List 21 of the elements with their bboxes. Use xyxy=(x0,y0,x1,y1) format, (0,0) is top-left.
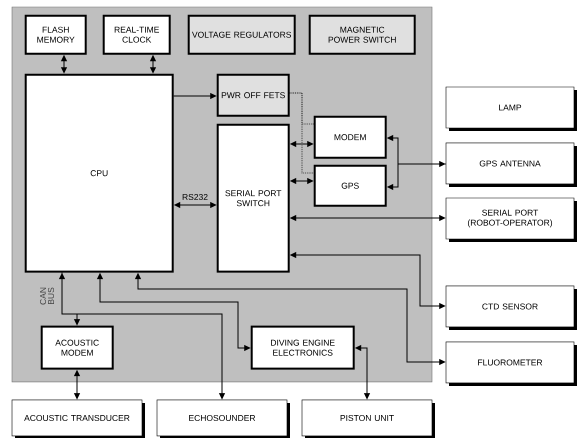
external-device-box: LAMP xyxy=(446,86,577,131)
external-device-box: PISTON UNIT xyxy=(302,400,435,438)
component-box: MAGNETIC POWER SWITCH xyxy=(308,14,416,55)
external-device-box: FLUOROMETER xyxy=(446,342,577,386)
connector xyxy=(289,92,314,174)
external-device-box: CTD SENSOR xyxy=(446,286,577,330)
edge-label: CAN BUS xyxy=(39,282,56,309)
component-box: FLASH MEMORY xyxy=(24,14,87,55)
component-box: MODEM xyxy=(314,116,387,159)
external-device-box: SERIAL PORT (ROBOT-OPERATOR) xyxy=(446,198,577,242)
component-box: GPS xyxy=(314,164,387,207)
external-device-box: ACOUSTIC TRANSDUCER xyxy=(12,400,145,438)
external-device-box: ECHOSOUNDER xyxy=(156,400,290,438)
external-device-box: GPS ANTENNA xyxy=(446,142,577,187)
component-box: VOLTAGE REGULATORS xyxy=(188,14,296,55)
component-box: ACOUSTIC MODEM xyxy=(40,326,114,370)
component-box: REAL-TIME CLOCK xyxy=(102,14,171,55)
component-box: PWR OFF FETS xyxy=(216,74,290,117)
component-box: SERIAL PORT SWITCH xyxy=(216,124,290,273)
processor-box: CPU xyxy=(24,74,174,273)
component-box: DIVING ENGINE ELECTRONICS xyxy=(250,326,355,370)
